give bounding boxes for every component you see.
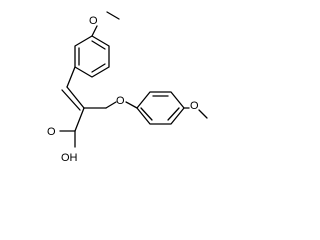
top-methoxy-bonds xyxy=(91,11,120,37)
acrylic-acid-framework xyxy=(59,66,107,148)
hydroxyl-label: OH xyxy=(61,152,78,164)
right-methoxy-oxygen-label: O xyxy=(190,100,199,112)
right-methoxy-bonds xyxy=(183,107,208,119)
ether-oxygen-label: O xyxy=(116,95,125,107)
upper-benzene-ring xyxy=(74,35,110,78)
top-methoxy-oxygen-label: O xyxy=(89,15,98,27)
carbonyl-oxygen-label: O xyxy=(47,126,56,138)
chemical-structure-diagram: O O OH O O xyxy=(47,11,208,164)
lower-benzene-ring xyxy=(136,91,185,125)
ether-bond xyxy=(105,101,138,109)
